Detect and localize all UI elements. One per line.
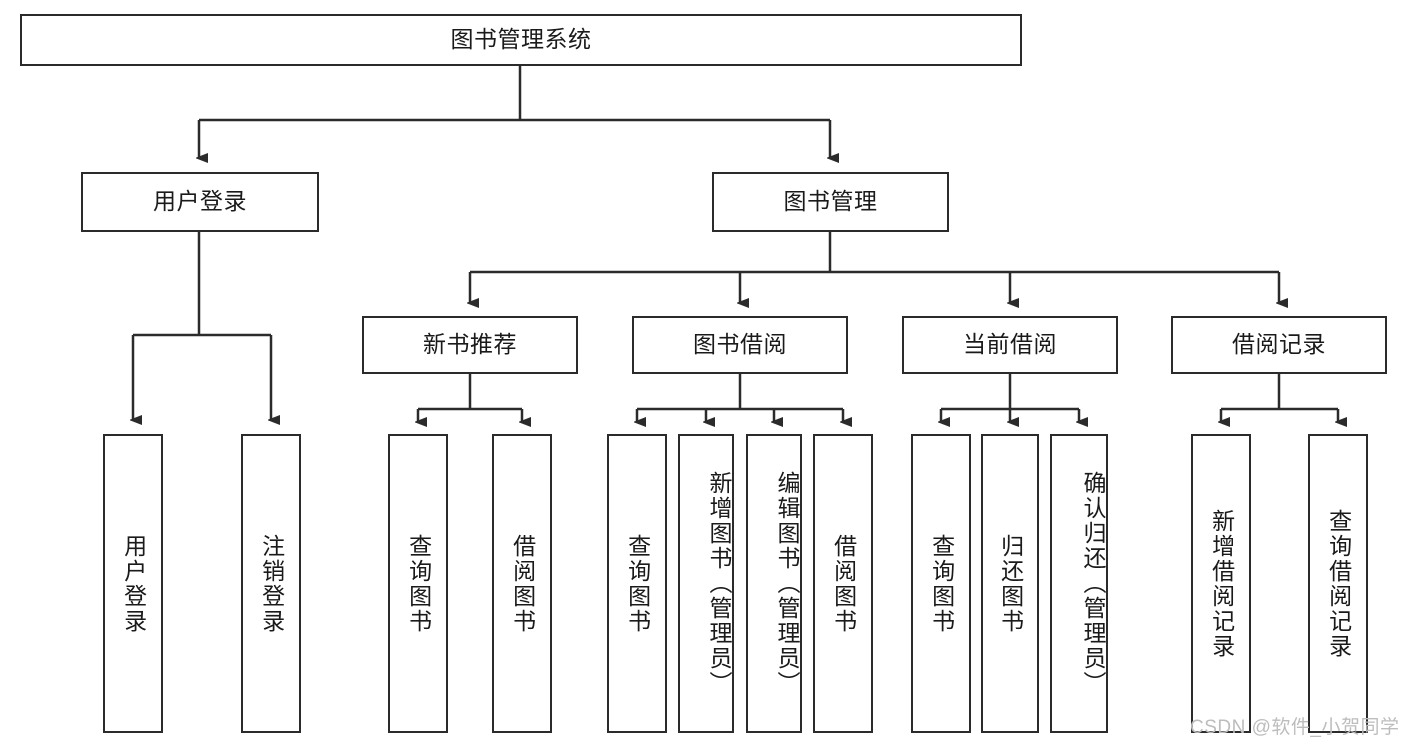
node-new-book-recommend-label: 新书推荐 [423,331,517,358]
leaf-borrow-add-book-admin[interactable]: 新增图书（管理员） [678,434,734,733]
leaf-records-query-record[interactable]: 查询借阅记录 [1308,434,1368,733]
leaf-new-book-query-label: 查询图书 [405,533,432,634]
leaf-borrow-query-book-label: 查询图书 [624,533,651,634]
node-user-login[interactable]: 用户登录 [81,172,319,232]
leaf-new-book-borrow-label: 借阅图书 [509,533,536,634]
leaf-borrow-borrow-book-label: 借阅图书 [830,533,857,634]
node-book-management-label: 图书管理 [783,188,878,215]
leaf-current-query-book[interactable]: 查询图书 [911,434,971,733]
node-borrow-records-label: 借阅记录 [1232,331,1326,358]
leaf-user-login-signout[interactable]: 注销登录 [241,434,301,733]
node-new-book-recommend[interactable]: 新书推荐 [362,316,578,374]
csdn-watermark: CSDN @软件_小贺同学 [1190,717,1400,738]
node-current-borrow[interactable]: 当前借阅 [902,316,1118,374]
node-user-login-label: 用户登录 [153,188,247,215]
leaf-current-confirm-return-admin-label: 确认归还（管理员） [1080,471,1106,696]
node-book-management[interactable]: 图书管理 [712,172,949,232]
node-book-borrow-label: 图书借阅 [693,331,787,358]
leaf-current-return-book-label: 归还图书 [997,533,1024,634]
leaf-records-add-record[interactable]: 新增借阅记录 [1191,434,1251,733]
leaf-records-add-record-label: 新增借阅记录 [1208,508,1235,659]
node-root[interactable]: 图书管理系统 [20,14,1022,66]
leaf-user-login-signin[interactable]: 用户登录 [103,434,163,733]
leaf-borrow-edit-book-admin-label: 编辑图书（管理员） [774,471,800,696]
leaf-current-return-book[interactable]: 归还图书 [981,434,1039,733]
node-current-borrow-label: 当前借阅 [963,331,1057,358]
node-root-label: 图书管理系统 [450,26,592,53]
leaf-new-book-query[interactable]: 查询图书 [388,434,448,733]
leaf-new-book-borrow[interactable]: 借阅图书 [492,434,552,733]
leaf-records-query-record-label: 查询借阅记录 [1325,508,1352,659]
leaf-current-query-book-label: 查询图书 [928,533,955,634]
leaf-user-login-signout-label: 注销登录 [258,533,285,634]
leaf-borrow-edit-book-admin[interactable]: 编辑图书（管理员） [746,434,802,733]
leaf-user-login-signin-label: 用户登录 [120,533,147,634]
node-borrow-records[interactable]: 借阅记录 [1171,316,1387,374]
leaf-current-confirm-return-admin[interactable]: 确认归还（管理员） [1050,434,1108,733]
leaf-borrow-query-book[interactable]: 查询图书 [607,434,667,733]
leaf-borrow-add-book-admin-label: 新增图书（管理员） [706,471,732,696]
leaf-borrow-borrow-book[interactable]: 借阅图书 [813,434,873,733]
node-book-borrow[interactable]: 图书借阅 [632,316,848,374]
